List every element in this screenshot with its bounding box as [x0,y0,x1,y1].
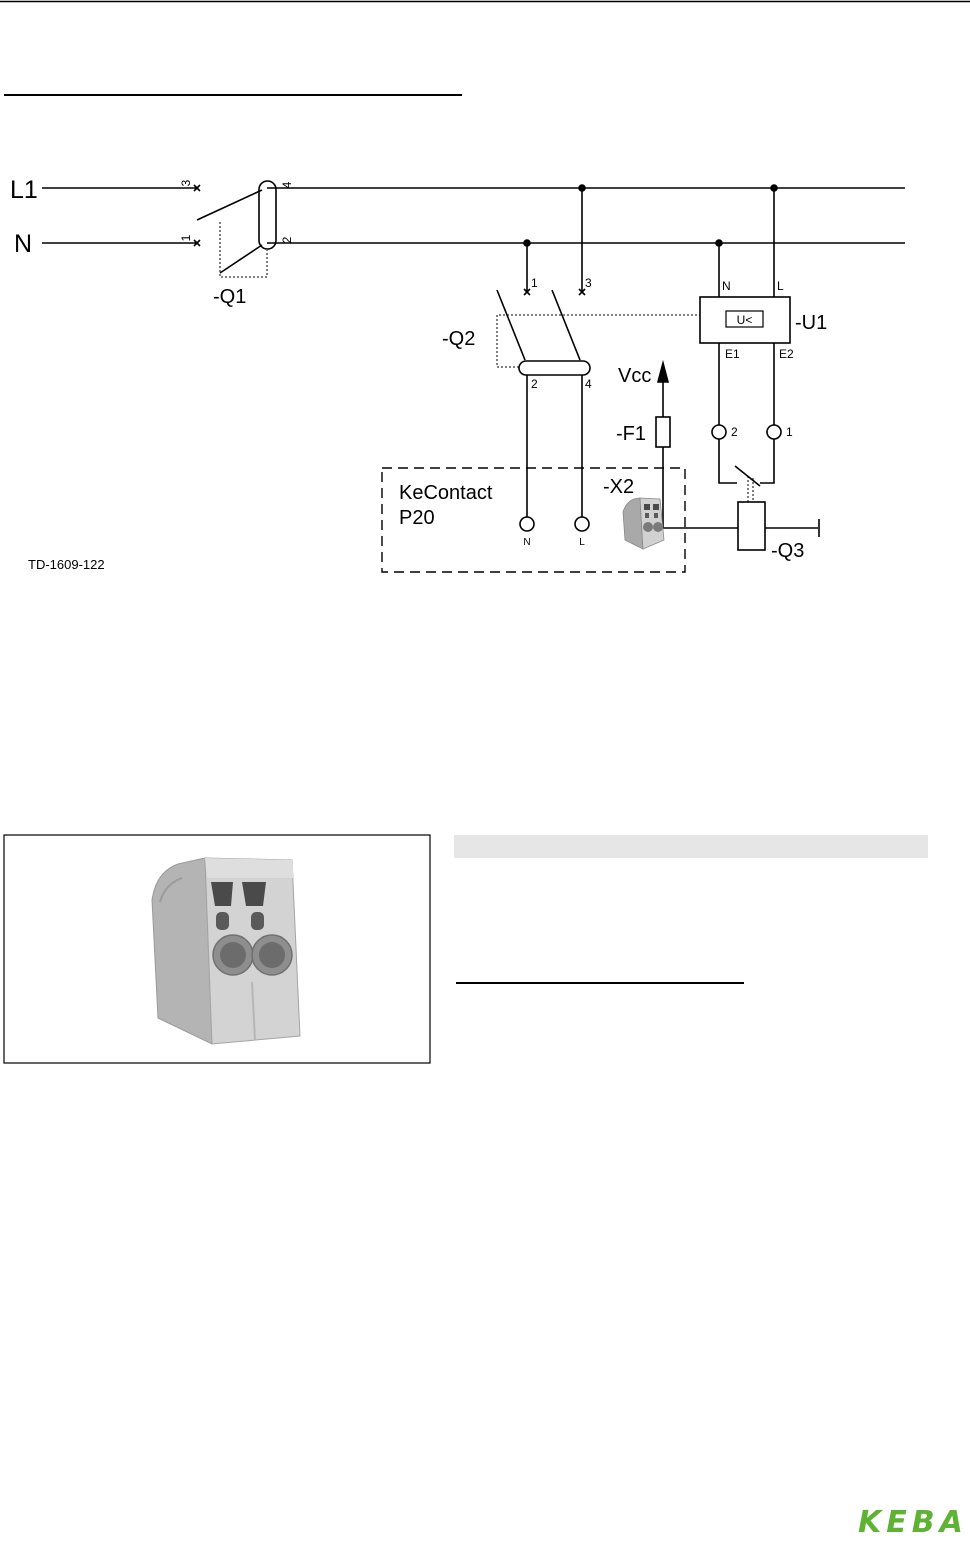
drawing-code: TD-1609-122 [28,557,105,572]
q1-x-mark-bottom [193,239,201,247]
x2-label: -X2 [603,476,634,498]
u1-l-label: L [777,279,784,293]
p20-n-terminal [519,516,535,532]
q1-terminal-2-label: 2 [280,236,294,243]
q3-label: -Q3 [771,540,804,562]
u1-contact-terminal-2 [711,424,727,440]
q2-terminal-2-label: 2 [531,377,538,391]
u1-contact-terminal-1 [766,424,782,440]
q2-u1-mechanical-link-dotted [496,314,700,368]
contact-terminal-1-label: 1 [786,425,793,439]
q3-contact-left-wire [718,439,737,484]
wiring-diagram [42,180,905,573]
u1-e1-label: E1 [725,347,740,361]
kecontact-label: KeContact [399,482,493,504]
f1-fuse [655,416,671,448]
vcc-label: Vcc [618,365,651,387]
p20-label: P20 [399,507,435,529]
p20-l-terminal [574,516,590,532]
u1-relay-symbol: U< [737,313,753,327]
q1-contact-top [196,189,263,221]
q2-x-mark-right [578,288,586,296]
u1-relay-symbol-box [725,310,764,328]
q3-contact-right-wire [760,439,775,484]
q2-contact-left [496,289,526,361]
keba-logo: KEBA [858,1505,968,1536]
u1-relay-box [699,296,791,344]
f1-label: -F1 [616,423,646,445]
p20-n-terminal-label: N [523,537,530,548]
q1-x-mark-top [193,184,201,192]
terminal-block-photo [151,857,301,1045]
q1-contact-link-oval [258,180,277,250]
q1-terminal-4-label: 4 [280,181,294,188]
q2-contact-right [551,289,581,361]
q1-label: -Q1 [213,286,246,308]
vcc-arrowhead [656,359,670,383]
q2-label: -Q2 [442,328,475,350]
q1-terminal-3-label: 3 [179,179,193,186]
x2-to-q3-wire [662,447,738,529]
l1-label: L1 [10,176,38,204]
n-label: N [14,230,32,258]
q2-x-mark-left [523,288,531,296]
q2-terminal-4-label: 4 [585,377,592,391]
x2-terminal-block-icon [622,497,665,550]
gray-header-bar [454,835,928,858]
q1-contact-bottom [219,244,263,274]
u1-label: -U1 [795,312,827,334]
q2-contact-link-oval [518,360,591,376]
contact-terminal-2-label: 2 [731,425,738,439]
q2-terminal-1-label: 1 [531,276,538,290]
kecontact-p20-dashed-box [381,467,686,573]
q3-relay-coil-box [737,501,766,551]
q2-terminal-3-label: 3 [585,276,592,290]
u1-n-label: N [722,279,731,293]
q1-terminal-1-label: 1 [179,234,193,241]
p20-l-terminal-label: L [579,537,585,548]
u1-e2-label: E2 [779,347,794,361]
